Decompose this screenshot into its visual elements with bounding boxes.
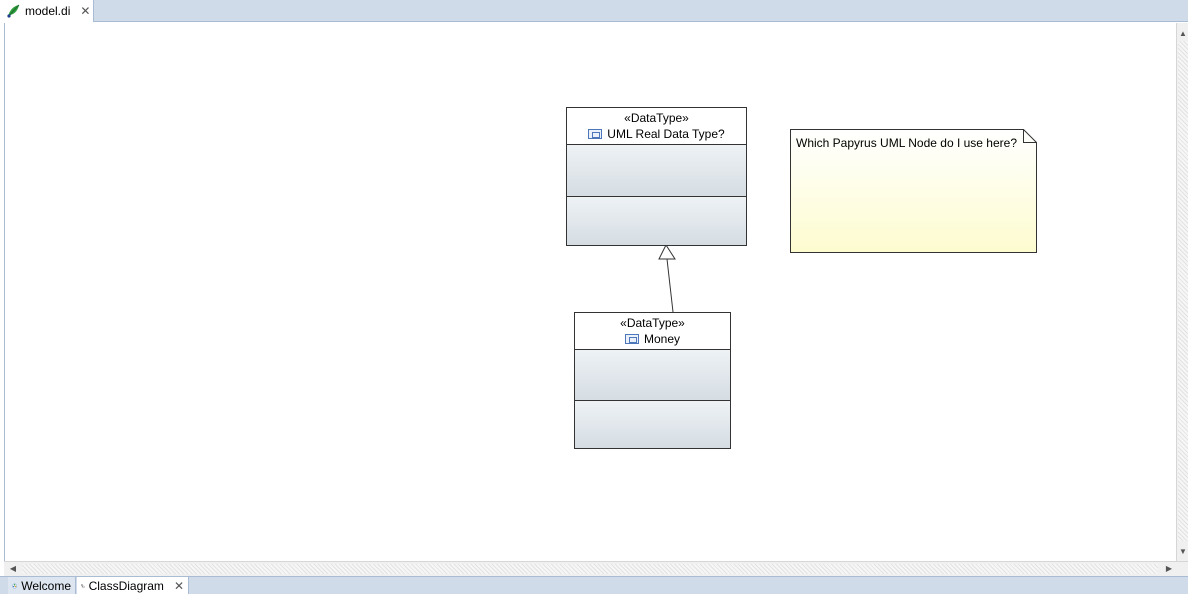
attribute-compartment[interactable]: [575, 350, 730, 400]
page-tab-bar: Welcome ClassDiagram ✕: [0, 576, 1188, 594]
note-shape: [790, 129, 1037, 253]
node-name: Money: [643, 332, 681, 346]
attribute-compartment[interactable]: [567, 145, 746, 196]
operation-compartment[interactable]: [567, 196, 746, 245]
note-text: Which Papyrus UML Node do I use here?: [796, 136, 1017, 150]
datatype-icon: [624, 334, 639, 344]
vertical-scroll-track[interactable]: [1178, 41, 1188, 541]
editor-tab-model-di[interactable]: model.di ✕: [0, 0, 94, 22]
diagram-canvas[interactable]: «DataType» UML Real Data Type? «DataType…: [4, 23, 1176, 561]
horizontal-scroll-track[interactable]: [22, 564, 1158, 574]
tab-welcome[interactable]: Welcome: [8, 577, 76, 594]
node-header: «DataType» Money: [575, 313, 730, 350]
tab-classdiagram[interactable]: ClassDiagram ✕: [77, 577, 189, 594]
close-icon[interactable]: ✕: [80, 4, 91, 18]
welcome-icon: [12, 583, 18, 589]
vertical-scrollbar[interactable]: ▲ ▼: [1176, 23, 1188, 561]
scroll-up-arrow-icon[interactable]: ▲: [1179, 29, 1187, 38]
node-stereotype: «DataType»: [620, 316, 685, 330]
scroll-down-arrow-icon[interactable]: ▼: [1179, 547, 1187, 556]
papyrus-logo-icon: [7, 4, 20, 18]
tab-welcome-label: Welcome: [21, 579, 71, 593]
node-header: «DataType» UML Real Data Type?: [567, 108, 746, 145]
node-stereotype: «DataType»: [624, 111, 689, 125]
datatype-icon: [588, 129, 603, 139]
datatype-node-money[interactable]: «DataType» Money: [574, 312, 731, 449]
horizontal-scrollbar[interactable]: ◀ ▶: [4, 561, 1188, 576]
node-name: UML Real Data Type?: [607, 127, 725, 141]
generalization-arrowhead: [658, 243, 676, 260]
editor-tab-label: model.di: [25, 4, 71, 18]
scroll-left-arrow-icon[interactable]: ◀: [9, 564, 17, 573]
comment-note[interactable]: Which Papyrus UML Node do I use here?: [790, 129, 1037, 253]
close-icon[interactable]: ✕: [173, 579, 184, 593]
scroll-right-arrow-icon[interactable]: ▶: [1165, 564, 1173, 573]
generalization-connector[interactable]: [5, 23, 1177, 561]
tab-classdiagram-label: ClassDiagram: [88, 579, 164, 593]
datatype-node-uml-real[interactable]: «DataType» UML Real Data Type?: [566, 107, 747, 246]
operation-compartment[interactable]: [575, 400, 730, 448]
class-diagram-icon: [81, 584, 85, 588]
editor-tab-bar: model.di ✕: [0, 0, 1188, 22]
